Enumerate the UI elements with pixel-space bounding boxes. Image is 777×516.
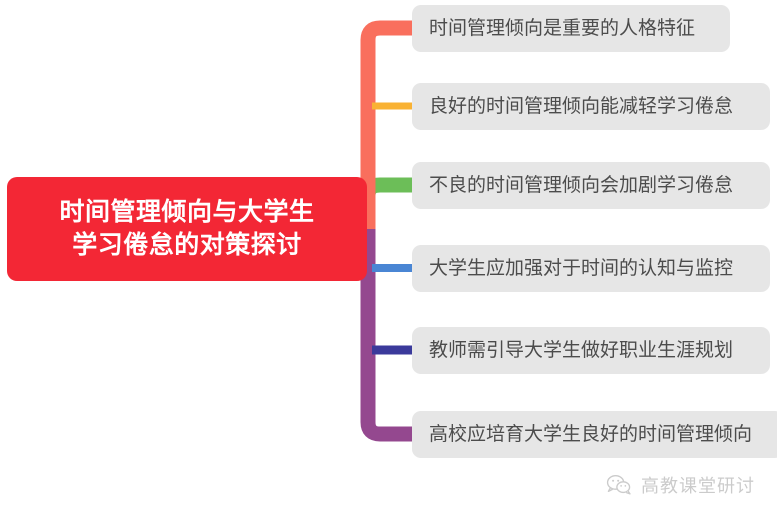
watermark: 高教课堂研讨	[606, 472, 755, 498]
root-node[interactable]: 时间管理倾向与大学生 学习倦怠的对策探讨	[7, 177, 367, 281]
watermark-text: 高教课堂研讨	[641, 476, 755, 496]
branch-node-6-label: 高校应培育大学生良好的时间管理倾向	[429, 423, 753, 445]
connector-branch-6	[360, 229, 412, 442]
branch-node-2-label: 良好的时间管理倾向能减轻学习倦怠	[429, 95, 734, 117]
wechat-icon	[606, 475, 631, 495]
branch-node-3-label: 不良的时间管理倾向会加剧学习倦怠	[429, 174, 734, 196]
branch-node-1[interactable]: 时间管理倾向是重要的人格特征	[412, 5, 730, 52]
branch-node-3[interactable]: 不良的时间管理倾向会加剧学习倦怠	[412, 162, 770, 209]
branch-node-6[interactable]: 高校应培育大学生良好的时间管理倾向	[412, 411, 777, 458]
branch-node-5-label: 教师需引导大学生做好职业生涯规划	[429, 339, 734, 361]
branch-node-1-label: 时间管理倾向是重要的人格特征	[429, 17, 696, 39]
connector-branch-3	[360, 177, 412, 229]
connector-branch-1	[360, 20, 412, 229]
branch-node-5[interactable]: 教师需引导大学生做好职业生涯规划	[412, 327, 770, 374]
branch-node-4-label: 大学生应加强对于时间的认知与监控	[429, 257, 734, 279]
branch-node-4[interactable]: 大学生应加强对于时间的认知与监控	[412, 245, 770, 292]
branch-node-2[interactable]: 良好的时间管理倾向能减轻学习倦怠	[412, 83, 770, 130]
root-node-label: 时间管理倾向与大学生 学习倦怠的对策探讨	[59, 198, 315, 259]
